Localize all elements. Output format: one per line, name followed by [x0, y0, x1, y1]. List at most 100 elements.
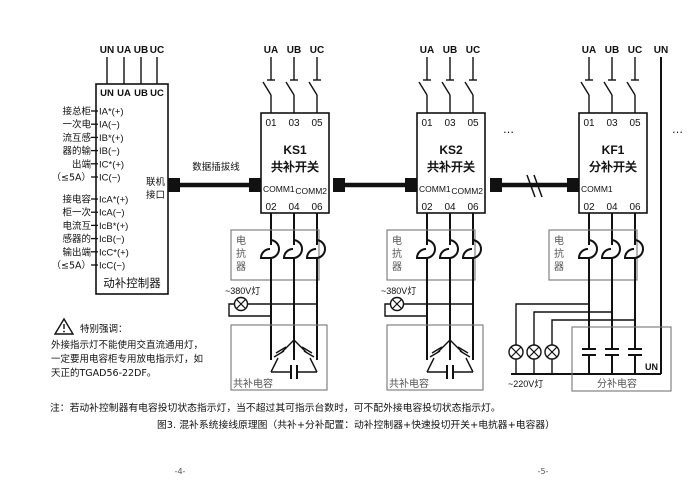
switch-id: KF1 [602, 143, 625, 157]
ct-label-line: 电流互 [62, 220, 91, 232]
data-cable-1 [168, 178, 261, 192]
switch-contact [285, 81, 295, 96]
lamp-label: ~220V灯 [508, 379, 543, 389]
reactor-coil [438, 239, 459, 259]
switch-contact [580, 81, 590, 96]
phase-label: UB [605, 45, 619, 56]
note: 注：若动补控制器有电容投切状态指示灯，当不超过其可指示台数时，可不配外接电容投切… [50, 401, 501, 414]
controller-top-terminal: UN [100, 45, 114, 56]
reactor-coil [282, 239, 303, 259]
switch-box [416, 112, 486, 214]
ct-pin: IcB*(+) [99, 221, 128, 232]
neutral-label: UN [654, 45, 668, 56]
phase-label: UB [287, 45, 301, 56]
ellipsis: … [503, 123, 514, 136]
phase-label: UB [443, 45, 457, 56]
reactor-label: 电 [236, 234, 246, 247]
delta-wire [293, 339, 307, 353]
warning-triangle-icon [53, 317, 75, 335]
controller-inner-terminal: UA [117, 88, 131, 99]
wire [228, 303, 271, 317]
controller-top-terminal: UB [134, 45, 148, 56]
top-pin: 05 [467, 118, 479, 129]
capacitor-box [386, 324, 484, 391]
reactor-coil [415, 239, 436, 259]
bottom-pin: 06 [629, 202, 641, 213]
bottom-pin: 04 [444, 202, 456, 213]
ct-pin: IcA(−) [99, 208, 125, 219]
delta-wire [449, 339, 463, 353]
bottom-pin: 06 [467, 202, 479, 213]
top-pin: 03 [444, 118, 456, 129]
reactor-label: 电 [554, 234, 564, 247]
reactor-label: 器 [554, 261, 564, 273]
capacitor-box [571, 326, 672, 392]
break-mark [533, 174, 543, 198]
ct-pin: IB*(+) [99, 133, 124, 144]
phase-label: UA [582, 45, 596, 56]
ct-pin: IcA*(+) [99, 195, 128, 206]
warning-line: 天正的TGAD56-22DF。 [51, 367, 156, 379]
bottom-pin: 02 [421, 202, 433, 213]
lamp-label: ~380V灯 [225, 286, 260, 296]
link-port-label: 联机 [146, 176, 166, 188]
figure-caption: 图3. 混补系统接线原理图（共补+分补配置：动补控制器+快速投切开关+电抗器+电… [157, 418, 555, 431]
connector-plug [567, 178, 579, 192]
phase-label: UC [310, 45, 324, 56]
comm-port-label: COMM1 [581, 184, 613, 194]
reactor-coil [577, 239, 598, 259]
ct-label-line: （≤5A） [51, 172, 91, 184]
lamp-label: ~380V灯 [381, 286, 416, 296]
warning-line: 外接指示灯不能使用交直流通用灯， [51, 339, 203, 351]
switch-type: 共补开关 [271, 159, 319, 174]
ct-label-line: 感器的 [62, 233, 91, 245]
switch-contact [262, 81, 272, 96]
ellipsis: … [672, 123, 683, 136]
controller-title: 动补控制器 [103, 276, 161, 290]
page-number: -5- [538, 467, 549, 476]
reactor-coil [600, 239, 621, 259]
comm-port-label: COMM1 [419, 184, 451, 194]
ct-label-line: （≤5A） [51, 260, 91, 272]
switch-contact [308, 81, 318, 96]
controller-inner-terminal: UN [100, 88, 114, 99]
capacitor-box [230, 324, 328, 391]
delta-wire [465, 357, 474, 373]
lamp-cross [528, 346, 540, 358]
ct-label-line: 流互感 [62, 132, 91, 144]
comm-port-label: COMM2 [451, 186, 483, 196]
capacitor-label: 分补电容 [597, 377, 637, 390]
reactor-box [548, 229, 638, 281]
capacitor-plate [275, 346, 287, 354]
reactor-coil [305, 239, 326, 259]
switch-id: KS1 [283, 143, 307, 157]
ct-pin: IcC(−) [99, 261, 125, 272]
warning-title: 特别强调： [80, 323, 128, 335]
capacitor-plate [429, 350, 441, 358]
switch-box [260, 112, 330, 214]
bottom-pin: 02 [583, 202, 595, 213]
ct-pin: IB(−) [99, 146, 120, 157]
reactor-box [230, 229, 320, 281]
break-mark [526, 174, 536, 198]
top-pin: 03 [288, 118, 300, 129]
ct-pin: IC(−) [99, 173, 120, 184]
reactor-label: 抗 [392, 247, 402, 260]
controller-box [95, 83, 169, 295]
switch-box [578, 112, 648, 214]
bottom-pin: 04 [288, 202, 300, 213]
phase-label: UC [466, 45, 480, 56]
controller-inner-terminal: UB [134, 88, 148, 99]
capacitor-label: 共补电容 [233, 377, 273, 390]
reactor-label: 器 [236, 261, 246, 273]
reactor-label: 器 [392, 261, 402, 273]
controller-inner-terminal: UC [150, 88, 164, 99]
capacitor-plate [301, 346, 313, 354]
ct-label-line: 输出端 [62, 246, 91, 258]
lamp-cross [236, 299, 246, 309]
delta-wire [281, 339, 295, 353]
